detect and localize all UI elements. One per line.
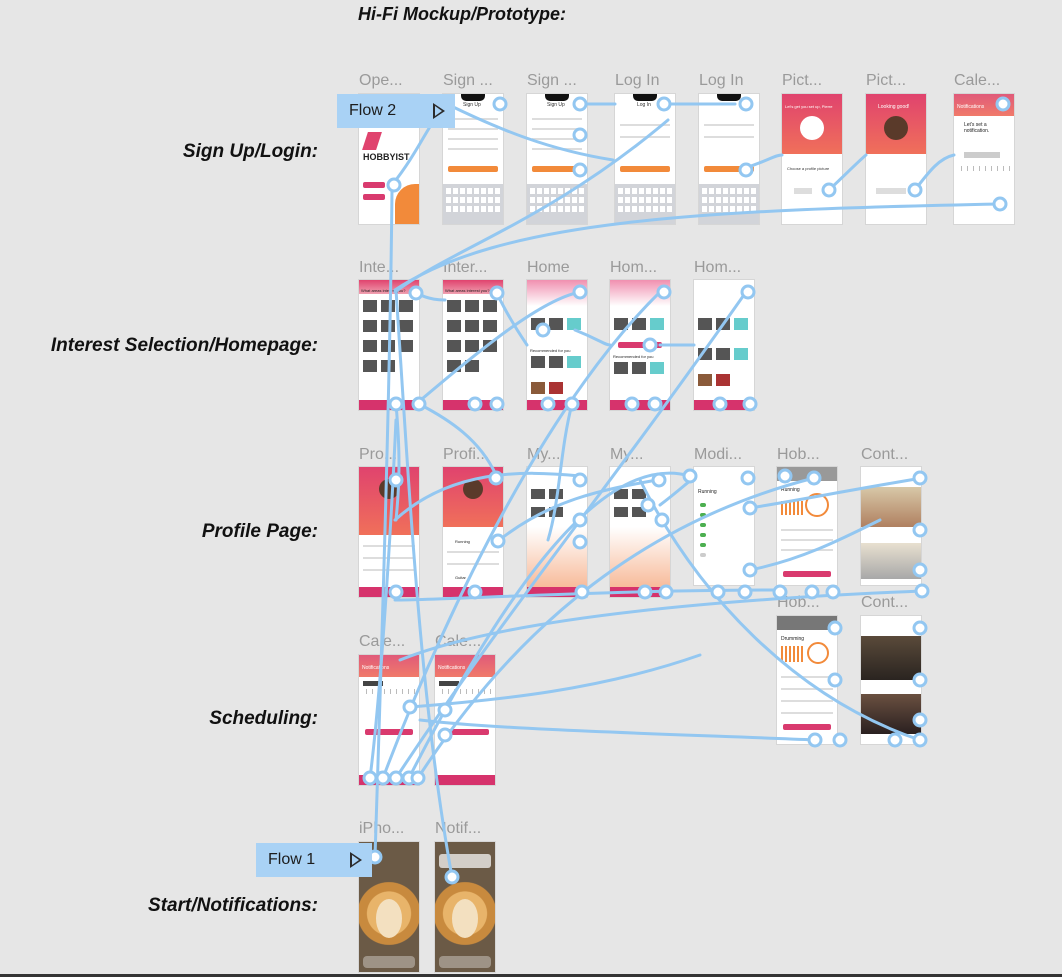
frame-picture-2[interactable]: Looking good! xyxy=(866,94,926,224)
logo-text: HOBBYIST xyxy=(363,152,410,162)
frame-label-hobby-2: Hob... xyxy=(777,594,820,611)
frame-home-1[interactable]: Recommended for you xyxy=(527,280,587,410)
frame-home-3[interactable] xyxy=(694,280,754,410)
page-title: Hi-Fi Mockup/Prototype: xyxy=(358,4,566,24)
frame-label-iphone: iPho... xyxy=(359,820,405,837)
section-label-scheduling: Scheduling: xyxy=(209,708,318,729)
frame-label-signup-1: Sign ... xyxy=(443,72,493,89)
frame-label-profile-1: Pro... xyxy=(359,446,398,463)
frame-label-calendar-setup: Cale... xyxy=(954,72,1001,89)
frame-content-1[interactable] xyxy=(861,467,921,585)
frame-calendar-setup[interactable]: Notifications Let's set a notification. xyxy=(954,94,1014,224)
frame-interest-1[interactable]: What areas interest you? xyxy=(359,280,419,410)
flow-1-label: Flow 1 xyxy=(268,851,316,868)
frame-label-content-2: Cont... xyxy=(861,594,909,611)
frame-label-calendar-1: Cale... xyxy=(359,633,406,650)
frame-login-2[interactable] xyxy=(699,94,759,224)
frame-label-modify: Modi... xyxy=(694,446,743,463)
calendar-2-header: Notifications xyxy=(438,665,466,671)
frame-interest-2[interactable]: What areas interest you? xyxy=(443,280,503,410)
frame-label-content-1: Cont... xyxy=(861,446,909,463)
hobby-drumming-title: Drumming xyxy=(781,636,805,642)
section-label-start: Start/Notifications: xyxy=(148,895,318,916)
frame-label-hobby-1: Hob... xyxy=(777,446,820,463)
section-label-signup: Sign Up/Login: xyxy=(182,141,318,162)
frame-profile-1[interactable] xyxy=(359,467,419,597)
frame-label-home-2: Hom... xyxy=(610,259,658,276)
frame-modify-hobbies[interactable]: Running xyxy=(694,467,754,585)
frame-label-interest-2: Inter... xyxy=(443,259,488,276)
frame-picture-1[interactable]: Let's get you set up, Pierre Choose a pr… xyxy=(782,94,842,224)
flow-2-label: Flow 2 xyxy=(349,102,397,119)
frame-label-interest-1: Inte... xyxy=(359,259,400,276)
recommended-text-1: Recommended for you xyxy=(530,348,571,353)
frame-hobby-running[interactable]: Running xyxy=(777,467,837,585)
choose-picture-text: Choose a profile picture xyxy=(787,166,830,171)
frame-calendar-2[interactable]: Notifications xyxy=(435,655,495,785)
frame-label-calendar-2: Cale... xyxy=(435,633,482,650)
section-label-interest: Interest Selection/Homepage: xyxy=(50,335,318,356)
flow-1-start-button[interactable]: Flow 1 xyxy=(256,843,372,877)
interest-question-2: What areas interest you? xyxy=(445,288,490,293)
frame-label-my-1: My... xyxy=(527,446,561,463)
signup-title-2: Sign Up xyxy=(547,102,565,108)
interest-question-1: What areas interest you? xyxy=(361,288,406,293)
profile-running-text: Running xyxy=(455,539,470,544)
bottom-divider xyxy=(0,974,1062,977)
play-icon xyxy=(433,103,445,119)
hobby-running-title: Running xyxy=(781,487,800,493)
frame-label-picture-1: Pict... xyxy=(782,72,823,89)
frame-label-my-2: My... xyxy=(610,446,644,463)
frame-label-login-2: Log In xyxy=(699,72,744,89)
notifications-header: Notifications xyxy=(957,104,985,110)
frame-profile-2[interactable]: Running Guitar xyxy=(443,467,503,597)
flow-2-start-button[interactable]: Flow 2 xyxy=(337,94,455,128)
frame-calendar-1[interactable]: Notifications xyxy=(359,655,419,785)
login-title: Log In xyxy=(637,102,651,108)
frame-home-2[interactable]: Recommended for you xyxy=(610,280,670,410)
frame-login-1[interactable]: Log In xyxy=(615,94,675,224)
profile-guitar-text: Guitar xyxy=(455,575,466,580)
frame-notification[interactable] xyxy=(435,842,495,972)
looking-good-text: Looking good! xyxy=(878,104,910,110)
modify-running-title: Running xyxy=(698,489,717,495)
frame-hobby-drumming[interactable]: Drumming xyxy=(777,616,837,744)
recommended-text-2: Recommended for you xyxy=(613,354,654,359)
frame-my-hobbies-1[interactable] xyxy=(527,467,587,597)
signup-title: Sign Up xyxy=(463,102,481,108)
frame-label-open: Ope... xyxy=(359,72,403,89)
play-icon xyxy=(350,852,362,868)
frame-label-home-3: Hom... xyxy=(694,259,742,276)
frame-label-picture-2: Pict... xyxy=(866,72,907,89)
frame-label-signup-2: Sign ... xyxy=(527,72,577,89)
frame-label-notification: Notif... xyxy=(435,820,482,837)
frame-content-2[interactable] xyxy=(861,616,921,744)
frame-my-hobbies-2[interactable] xyxy=(610,467,670,597)
section-label-profile: Profile Page: xyxy=(201,521,318,542)
frame-label-home-1: Home xyxy=(527,259,570,276)
set-notification-text: Let's set a notification. xyxy=(964,122,990,134)
frame-label-login-1: Log In xyxy=(615,72,660,89)
frame-signup-2[interactable]: Sign Up xyxy=(527,94,587,224)
frame-label-profile-2: Profi... xyxy=(443,446,490,463)
calendar-1-header: Notifications xyxy=(362,665,390,671)
setup-heading: Let's get you set up, Pierre xyxy=(785,104,833,109)
